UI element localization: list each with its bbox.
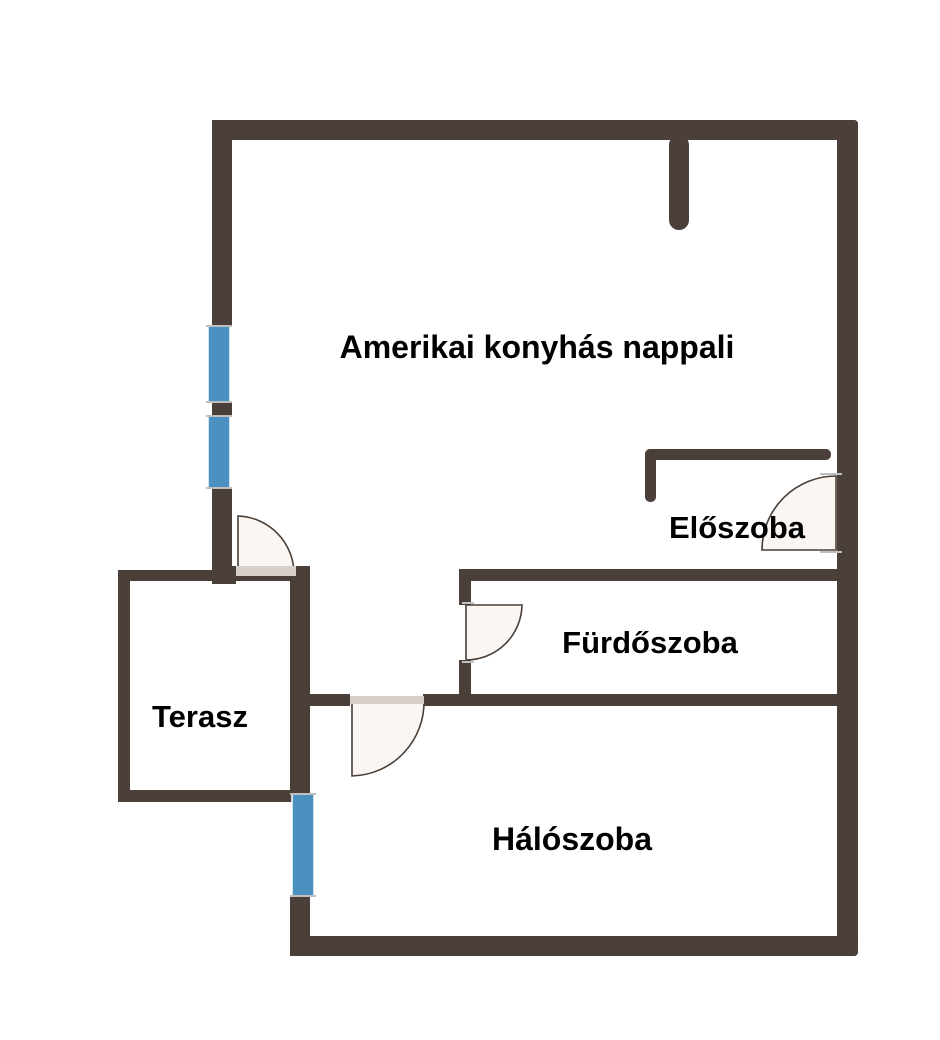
room-label-living: Amerikai konyhás nappali [340,329,735,365]
wall-bath-top [459,569,849,581]
wall-bath-bottom [423,694,849,706]
room-label-hall: Előszoba [669,510,806,545]
door-bedroom [350,696,425,777]
door-entrance [761,473,842,553]
window-bedroom [290,793,316,897]
wall-left-lower [212,488,232,584]
room-labels: Amerikai konyhás nappali Előszoba Fürdős… [152,329,806,857]
walls [118,120,858,956]
wall-bath-left-top [459,569,471,605]
wall-corridor-left [290,566,310,794]
window-living-upper [206,325,232,403]
wall-hall-vertical [645,449,656,502]
room-label-bathroom: Fürdőszoba [562,625,738,660]
wall-terrace-top [118,570,300,581]
wall-right [837,120,858,956]
wall-top [212,120,858,140]
doors [236,473,842,777]
windows [206,325,316,897]
wall-terrace-left [118,570,130,802]
window-living-lower [206,415,232,489]
door-bathroom [462,602,523,663]
room-label-terrace: Terasz [152,699,248,734]
wall-stub-top [669,135,689,230]
wall-hall-horizontal [645,449,831,460]
wall-terrace-bottom [118,790,310,802]
room-label-bedroom: Hálószoba [492,821,652,857]
wall-left-mid [212,402,232,416]
wall-bottom [290,936,858,956]
wall-left-upper [212,120,232,326]
door-terrace [236,515,296,576]
